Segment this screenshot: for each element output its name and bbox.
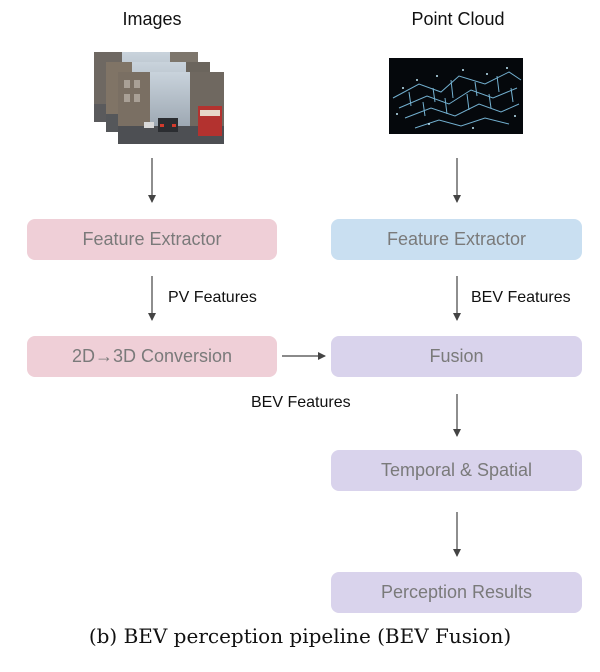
camera-image-front: [118, 72, 224, 144]
point-cloud-image: [389, 58, 523, 134]
figure-caption: (b) BEV perception pipeline (BEV Fusion): [88, 624, 512, 648]
bev-features-right-label: BEV Features: [471, 289, 571, 306]
right-feature-extractor-node: Feature Extractor: [331, 219, 582, 260]
left-feature-extractor-node: Feature Extractor: [27, 219, 277, 260]
perception-results-node: Perception Results: [331, 572, 582, 613]
fusion-node: Fusion: [331, 336, 582, 377]
bev-features-left-label: BEV Features: [251, 394, 351, 411]
temporal-spatial-node: Temporal & Spatial: [331, 450, 582, 491]
pv-features-label: PV Features: [168, 289, 257, 306]
camera-images-stack: [94, 52, 224, 144]
point-cloud-title: Point Cloud: [411, 9, 505, 29]
images-title: Images: [122, 9, 182, 29]
conversion-node: 2D→3D Conversion: [27, 336, 277, 377]
